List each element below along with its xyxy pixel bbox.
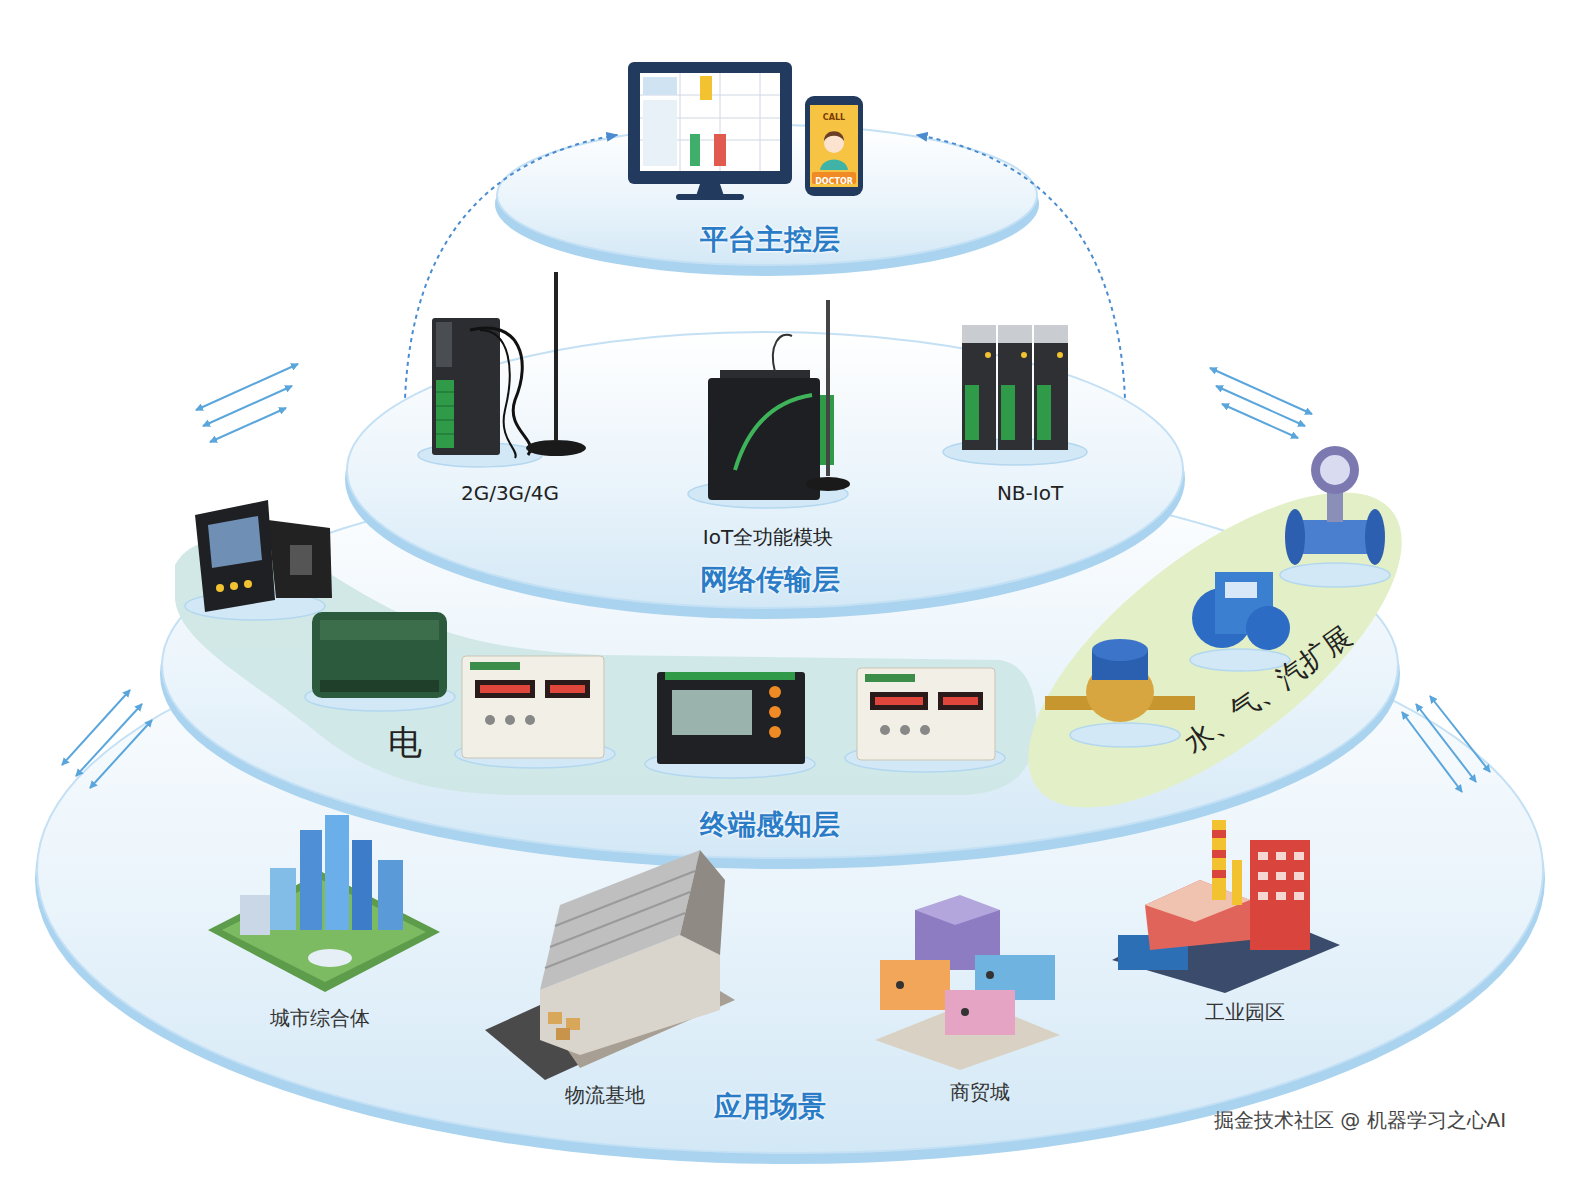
scene-label-slot: 工业园区 [1205,1000,1285,1024]
screen-text: DOCTOR [815,177,853,187]
screen-text: CALL [823,113,845,123]
device-label-slot: NB-IoT [997,481,1063,505]
device-label-slot: IoT全功能模块 [703,525,833,549]
layer-title-slot: 平台主控层 [700,223,840,257]
layer-title-slot: 终端感知层 [700,808,840,842]
network-layer: 网络传输层 [345,330,1185,610]
layer-title: 电 [388,722,422,763]
scene-label: 物流基地 [565,1083,645,1107]
layer-title: 应用场景 [714,1090,826,1124]
scene-label: 城市综合体 [270,1006,370,1030]
layer-title: 终端感知层 [700,808,840,842]
layer-title-slot: 网络传输层 [700,563,840,597]
layer-title-slot: 水、气、汽扩展 [1178,620,1358,760]
scene-label-slot: 商贸城 [950,1080,1010,1104]
utility-band: 水、气、汽扩展 [1028,493,1402,807]
layer-title: 网络传输层 [700,563,840,597]
scene-label-slot: 物流基地 [565,1083,645,1107]
scene-label: 商贸城 [950,1080,1010,1104]
platform-layer: 平台主控层 [495,123,1039,267]
electric-band: 电 [170,515,1045,797]
screen-text-slot: CALL [823,105,845,124]
device-label-slot: 2G/3G/4G [461,481,559,505]
scene-label: 工业园区 [1205,1000,1285,1024]
screen-text-slot: DOCTOR [815,169,853,188]
layer-title-slot: 电 [388,722,422,763]
watermark-slot: 掘金技术社区 @ 机器学习之心AI [1214,1108,1506,1132]
scene-label-slot: 城市综合体 [270,1006,370,1030]
device-label: 2G/3G/4G [461,481,559,505]
device-label: NB-IoT [997,481,1063,505]
layer-title-slot: 应用场景 [714,1090,826,1124]
electric-band-shape [170,515,1045,797]
layer-title: 水、气、汽扩展 [1178,620,1358,760]
watermark: 掘金技术社区 @ 机器学习之心AI [1214,1108,1506,1132]
device-label: IoT全功能模块 [703,525,833,549]
layer-title: 平台主控层 [700,223,840,257]
